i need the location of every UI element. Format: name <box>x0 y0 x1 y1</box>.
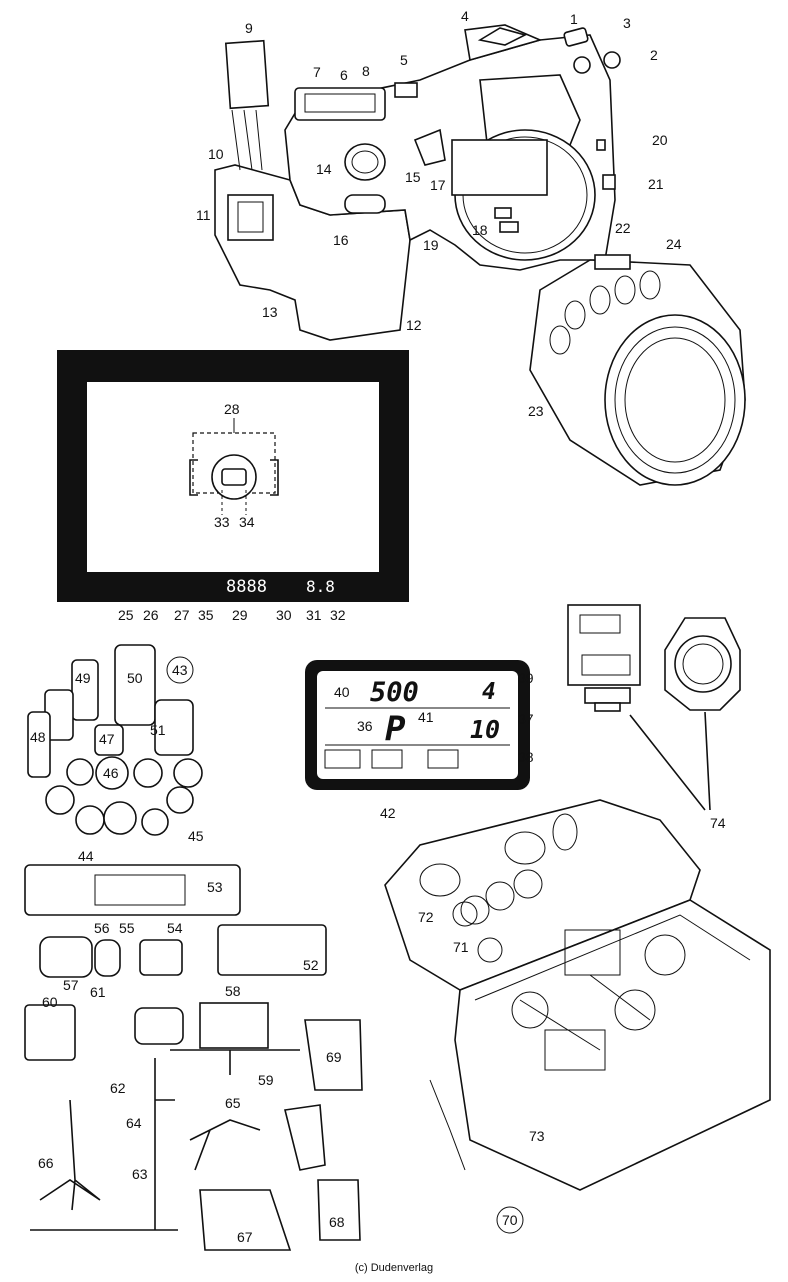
callout-8: 8 <box>362 63 370 79</box>
callout-10: 10 <box>208 146 224 162</box>
callout-19: 19 <box>423 237 439 253</box>
callout-63: 63 <box>132 1166 148 1182</box>
callout-40: 40 <box>334 684 350 700</box>
callout-2: 2 <box>650 47 658 63</box>
callout-36: 36 <box>357 718 373 734</box>
callout-43: 43 <box>172 662 188 678</box>
callout-30: 30 <box>276 607 292 623</box>
lcd-exposure-mode: P <box>385 709 406 749</box>
viewfinder-counter: 8888 <box>226 577 267 597</box>
lens-drawing <box>529 254 746 486</box>
callout-16: 16 <box>333 232 349 248</box>
callout-66: 66 <box>38 1155 54 1171</box>
callout-59: 59 <box>258 1072 274 1088</box>
callout-41: 41 <box>418 709 434 725</box>
callout-68: 68 <box>329 1214 345 1230</box>
callout-71: 71 <box>453 939 469 955</box>
callout-27: 27 <box>174 607 190 623</box>
lens-collection-drawing <box>27 644 203 836</box>
viewfinder-drawing <box>57 350 409 602</box>
callout-29: 29 <box>232 607 248 623</box>
callout-67: 67 <box>237 1229 253 1245</box>
callout-26: 26 <box>143 607 159 623</box>
callout-21: 21 <box>648 176 664 192</box>
accessories-drawing <box>24 864 363 1251</box>
lcd-panel-drawing <box>305 660 530 790</box>
callout-45: 45 <box>188 828 204 844</box>
callout-4: 4 <box>461 8 469 24</box>
callout-18: 18 <box>472 222 488 238</box>
callout-37: 37 <box>518 711 534 727</box>
callout-49: 49 <box>75 670 91 686</box>
callout-15: 15 <box>405 169 421 185</box>
callout-73: 73 <box>529 1128 545 1144</box>
callout-3: 3 <box>623 15 631 31</box>
callout-13: 13 <box>262 304 278 320</box>
callout-70: 70 <box>502 1212 518 1228</box>
callout-64: 64 <box>126 1115 142 1131</box>
callout-74: 74 <box>710 815 726 831</box>
callout-6: 6 <box>340 67 348 83</box>
copyright-credit: (c) Dudenverlag <box>354 1262 434 1274</box>
callout-23: 23 <box>528 403 544 419</box>
callout-24: 24 <box>666 236 682 252</box>
callout-17: 17 <box>430 177 446 193</box>
callout-5: 5 <box>400 52 408 68</box>
callout-32: 32 <box>330 607 346 623</box>
callout-52: 52 <box>303 957 319 973</box>
callout-58: 58 <box>225 983 241 999</box>
callout-35: 35 <box>198 607 214 623</box>
callout-38: 38 <box>518 749 534 765</box>
callout-62: 62 <box>110 1080 126 1096</box>
flash-units-drawing <box>567 604 741 811</box>
callout-1: 1 <box>570 11 578 27</box>
callout-22: 22 <box>615 220 631 236</box>
callout-44: 44 <box>78 848 94 864</box>
callout-25: 25 <box>118 607 134 623</box>
lcd-aperture: 10 <box>470 715 500 744</box>
callout-69: 69 <box>326 1049 342 1065</box>
viewfinder-small-display: 8.8 <box>306 577 335 596</box>
callout-51: 51 <box>150 722 166 738</box>
callout-72: 72 <box>418 909 434 925</box>
callout-33: 33 <box>214 514 230 530</box>
callout-20: 20 <box>652 132 668 148</box>
callout-65: 65 <box>225 1095 241 1111</box>
callout-12: 12 <box>406 317 422 333</box>
callout-61: 61 <box>90 984 106 1000</box>
callout-39: 39 <box>518 670 534 686</box>
callout-47: 47 <box>99 731 115 747</box>
callout-14: 14 <box>316 161 332 177</box>
callout-53: 53 <box>207 879 223 895</box>
lcd-frame-count: 4 <box>482 679 496 705</box>
callout-57: 57 <box>63 977 79 993</box>
lcd-shutter-speed: 500 <box>370 677 419 708</box>
callout-7: 7 <box>313 64 321 80</box>
camera-bag-drawing <box>384 799 771 1191</box>
callout-42: 42 <box>380 805 396 821</box>
lcd-readouts: 500 4 P 10 8888 8.8 <box>226 577 500 749</box>
callout-numbers: 1 2 3 4 5 6 7 8 9 10 11 12 13 14 15 16 1… <box>30 8 726 1245</box>
callout-46: 46 <box>103 765 119 781</box>
callout-55: 55 <box>119 920 135 936</box>
callout-60: 60 <box>42 994 58 1010</box>
callout-48: 48 <box>30 729 46 745</box>
callout-31: 31 <box>306 607 322 623</box>
callout-28: 28 <box>224 401 240 417</box>
camera-body-drawing <box>214 24 621 341</box>
callout-9: 9 <box>245 20 253 36</box>
callout-54: 54 <box>167 920 183 936</box>
callout-11: 11 <box>196 207 211 223</box>
callout-34: 34 <box>239 514 255 530</box>
callout-56: 56 <box>94 920 110 936</box>
callout-50: 50 <box>127 670 143 686</box>
